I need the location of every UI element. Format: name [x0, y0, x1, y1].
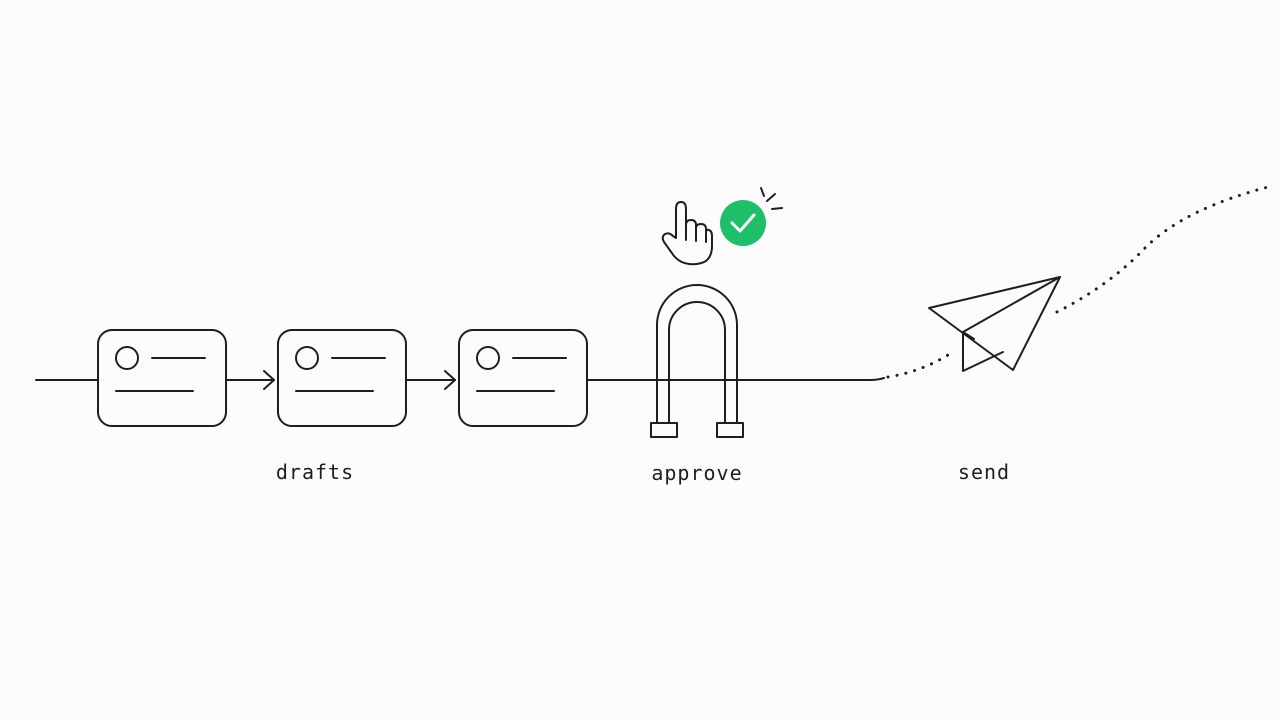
dotted-flight-path	[1055, 184, 1274, 314]
draft-card	[458, 329, 588, 427]
draft-card	[277, 329, 407, 427]
paper-plane-icon	[928, 276, 1061, 372]
draft-card	[97, 329, 227, 427]
magnet-gate-icon	[650, 284, 744, 438]
stage-label-approve: approve	[651, 461, 743, 485]
arrow-head-icon	[444, 370, 456, 390]
stage-label-drafts: drafts	[275, 460, 355, 484]
arrow-head-icon	[263, 370, 275, 390]
dotted-flight-path	[886, 353, 950, 379]
check-circle-icon	[720, 200, 766, 246]
stage-label-send: send	[957, 460, 1011, 484]
sparkle-lines-icon	[760, 187, 783, 210]
flow-line	[586, 377, 885, 381]
pointer-hand-icon	[661, 201, 713, 266]
